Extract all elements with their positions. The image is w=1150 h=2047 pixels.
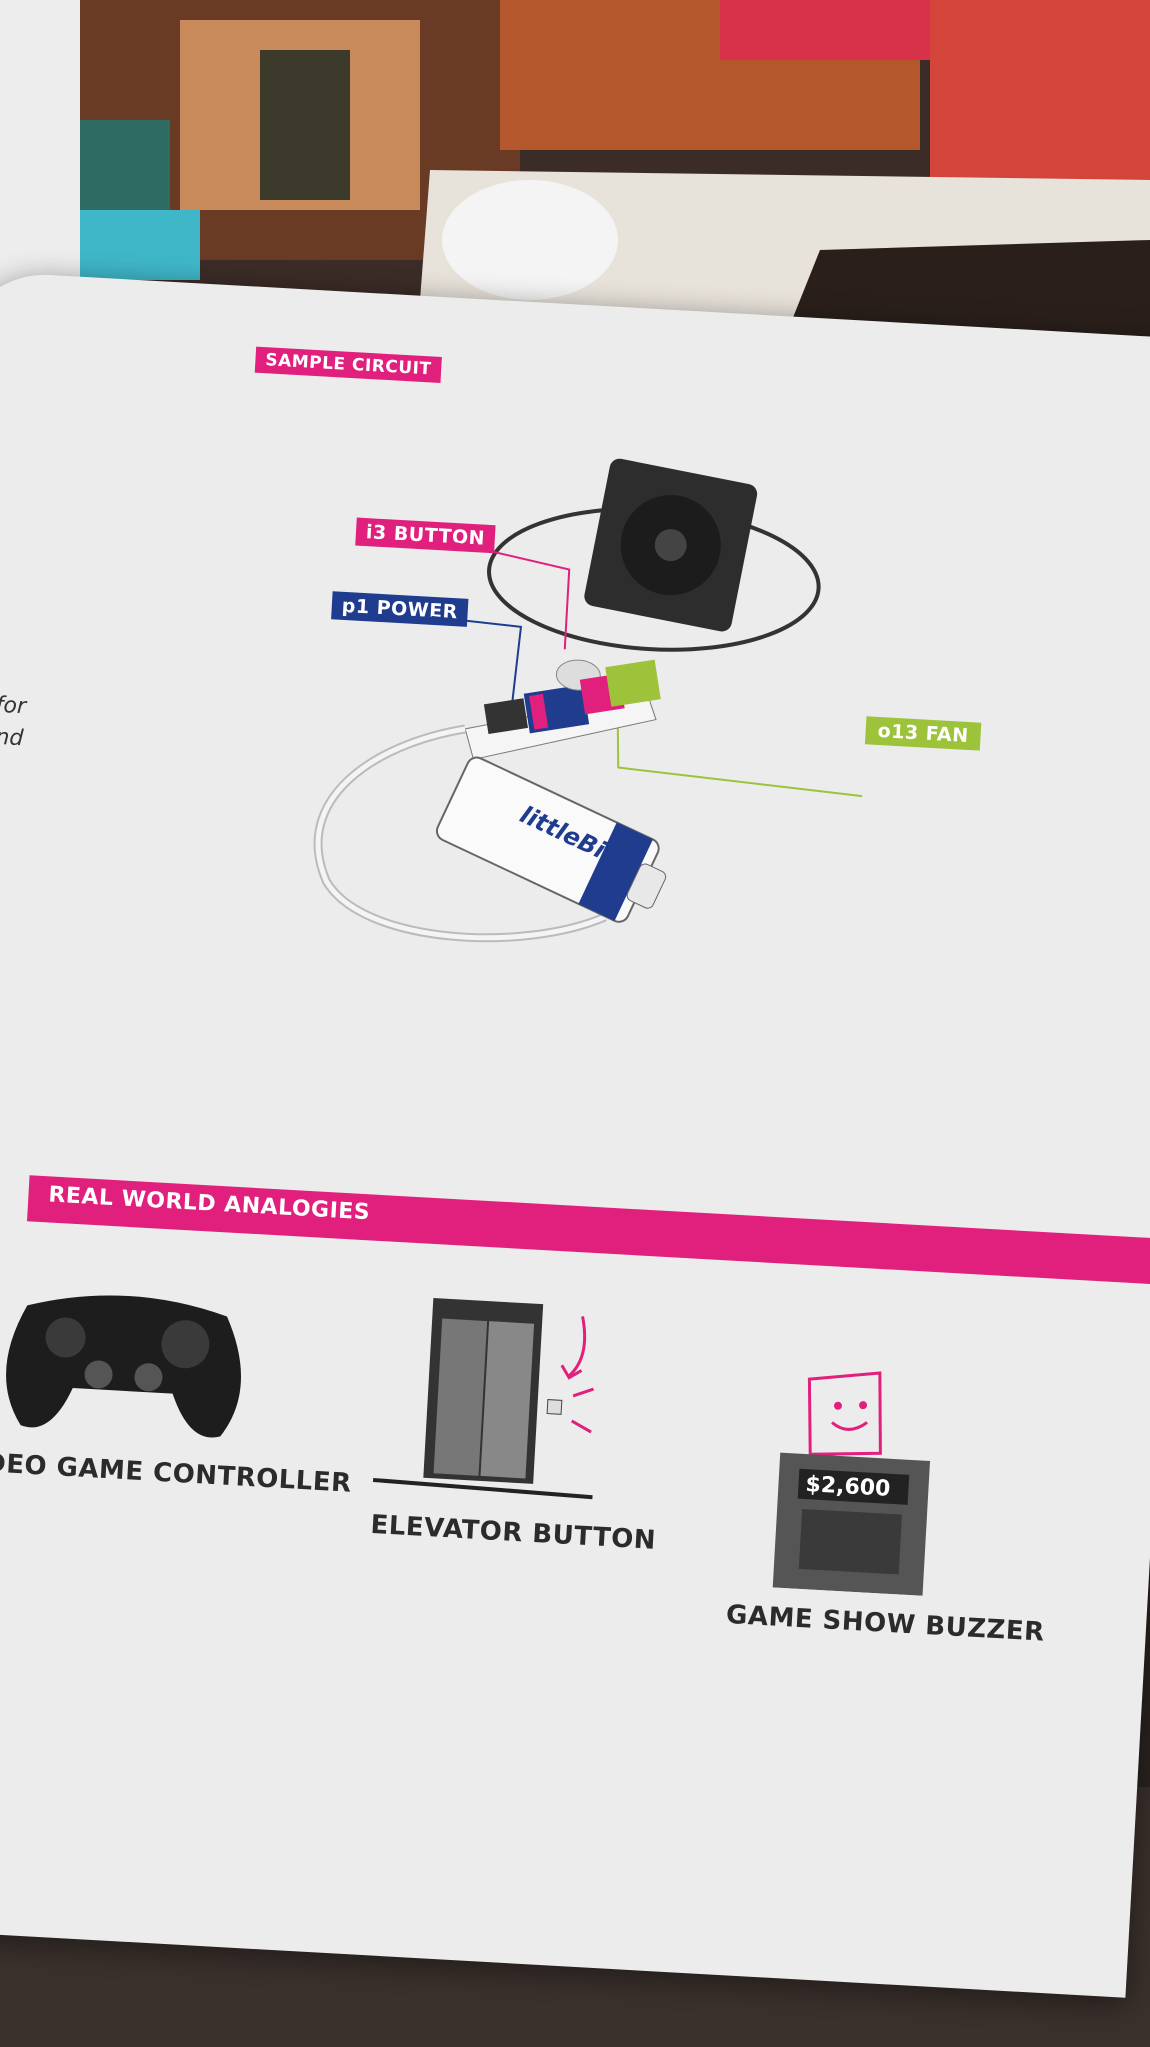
book-page: SAMPLE CIRCUIT y for and n? i3 BUTTON p1… — [0, 270, 1150, 1998]
sample-circuit-illustration: littleBits — [313, 458, 863, 943]
left-page-fragment-1: y for — [0, 692, 27, 720]
sample-circuit-tag: SAMPLE CIRCUIT — [254, 346, 443, 384]
video-game-controller-image — [6, 1295, 241, 1438]
buzzer-display-amount: $2,600 — [804, 1472, 891, 1502]
video-game-controller-caption: VIDEO GAME CONTROLLER — [0, 1446, 353, 1499]
fan-icon — [487, 458, 821, 652]
game-show-buzzer-caption: GAME SHOW BUZZER — [725, 1599, 1046, 1648]
left-page-fragment-2: and — [0, 723, 25, 752]
battery-icon: littleBits — [435, 756, 667, 923]
game-show-buzzer-image — [772, 1371, 931, 1596]
circuit-modules — [464, 659, 661, 761]
elevator-button-image — [372, 1298, 594, 1500]
elevator-button-caption: ELEVATOR BUTTON — [369, 1509, 657, 1556]
